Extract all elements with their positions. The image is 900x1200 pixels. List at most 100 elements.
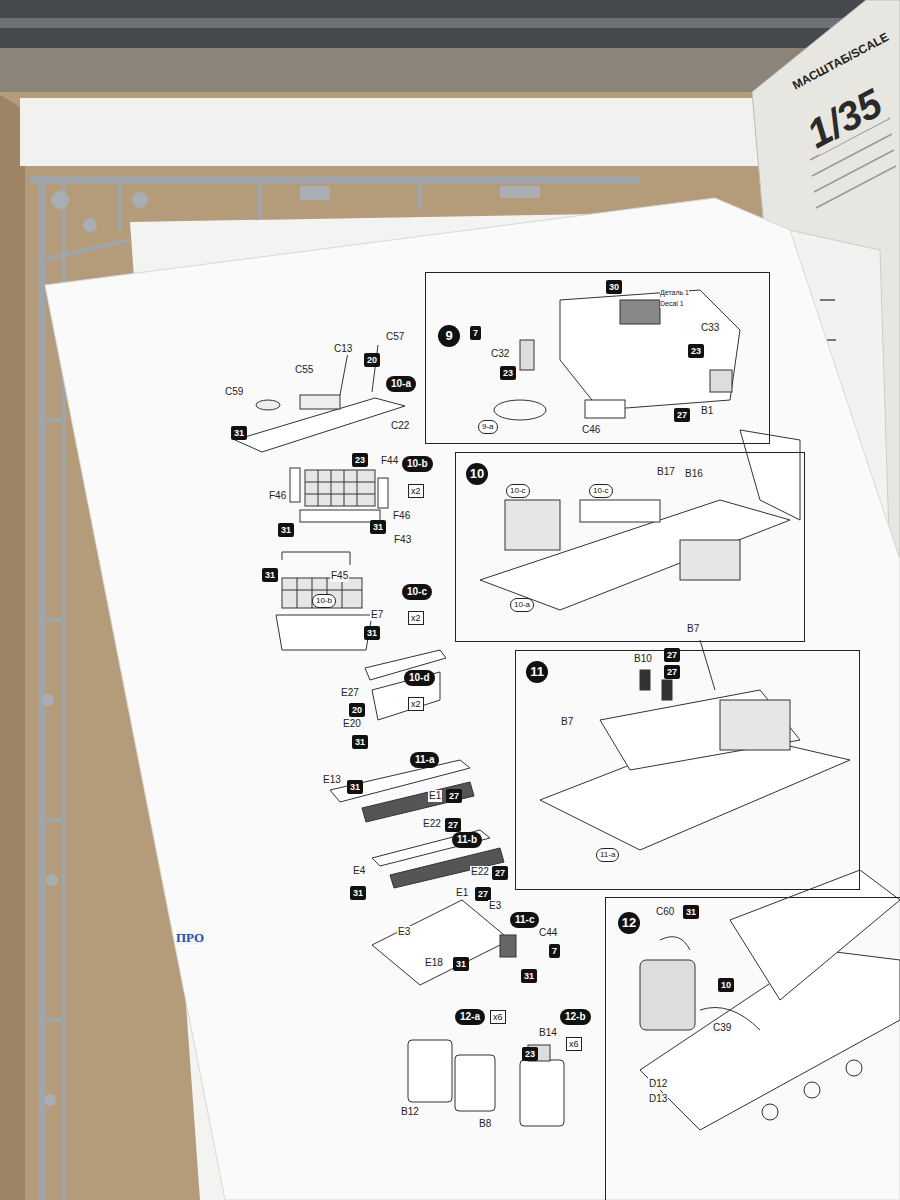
paint-callout: 31 xyxy=(521,969,537,983)
part-number: B12 xyxy=(400,1106,420,1118)
paint-callout: 31 xyxy=(352,735,368,749)
step-badge: 12-a xyxy=(455,1009,485,1025)
part-number: E22 xyxy=(470,866,490,878)
paint-callout: 31 xyxy=(453,957,469,971)
step-badge: 11-a xyxy=(410,752,439,768)
part-number: C60 xyxy=(655,906,675,918)
part-number: C57 xyxy=(385,331,405,343)
part-number: C59 xyxy=(224,386,244,398)
decal-note: Деталь 1 xyxy=(660,288,689,297)
part-number: F46 xyxy=(268,490,287,502)
paint-callout: 23 xyxy=(352,453,368,467)
quantity-box: x6 xyxy=(566,1037,582,1051)
paint-callout: 23 xyxy=(688,344,704,358)
part-number: E20 xyxy=(342,718,362,730)
paint-callout: 31 xyxy=(364,626,380,640)
part-number: E3 xyxy=(488,900,502,912)
part-number: C32 xyxy=(490,348,510,360)
part-number: F45 xyxy=(330,570,349,582)
paint-callout: 31 xyxy=(683,905,699,919)
paint-callout: 31 xyxy=(231,426,247,440)
step-panel: 11 xyxy=(515,650,860,890)
part-number: D13 xyxy=(648,1093,668,1105)
subassembly-ref: 9-a xyxy=(478,420,498,434)
paint-callout: 31 xyxy=(262,568,278,582)
part-number: C13 xyxy=(333,343,353,355)
part-number: E4 xyxy=(352,865,366,877)
part-number: E7 xyxy=(370,609,384,621)
part-number: D12 xyxy=(648,1078,668,1090)
subassembly-ref: 10-b xyxy=(312,594,336,608)
styrofoam xyxy=(20,98,760,166)
part-number: F46 xyxy=(392,510,411,522)
paint-callout: 30 xyxy=(606,280,622,294)
paint-callout: 7 xyxy=(549,944,560,958)
quantity-box: x2 xyxy=(408,484,424,498)
part-number: E18 xyxy=(424,957,444,969)
paint-callout: 27 xyxy=(475,887,491,901)
part-number: B7 xyxy=(686,623,700,635)
step-panel: 10 xyxy=(455,452,805,642)
part-number: C22 xyxy=(390,420,410,432)
part-number: C44 xyxy=(538,927,558,939)
step-number: 11 xyxy=(526,661,548,683)
instruction-sheet xyxy=(45,198,900,1200)
part-number: E22 xyxy=(422,818,442,830)
decal-note: Decal 1 xyxy=(660,299,684,308)
subassembly-ref: 11-a xyxy=(596,848,619,862)
subassembly-ref: 10-a xyxy=(510,598,534,612)
paint-callout: 23 xyxy=(500,366,516,380)
paint-callout: 31 xyxy=(347,780,363,794)
box-wall xyxy=(0,95,25,1200)
paint-callout: 20 xyxy=(364,353,380,367)
part-number: B10 xyxy=(633,653,653,665)
step-badge: 10-d xyxy=(404,670,435,686)
step-badge: 10-a xyxy=(386,376,416,392)
part-number: C55 xyxy=(294,364,314,376)
part-number: C39 xyxy=(712,1022,732,1034)
paint-callout: 31 xyxy=(278,523,294,537)
step-badge: 11-c xyxy=(510,912,539,928)
part-number: B16 xyxy=(684,468,704,480)
part-number: E1 xyxy=(428,790,442,802)
paint-callout: 27 xyxy=(664,648,680,662)
paint-callout: 27 xyxy=(446,789,462,803)
step-panel: 12 xyxy=(605,897,900,1200)
paint-callout: 7 xyxy=(470,326,481,340)
quantity-box: x2 xyxy=(408,697,424,711)
part-number: C33 xyxy=(700,322,720,334)
paint-callout: 27 xyxy=(664,665,680,679)
step-number: 12 xyxy=(618,912,640,934)
scale-value: 1/35 xyxy=(800,81,888,155)
paint-callout: 10 xyxy=(718,978,734,992)
step-badge: 11-b xyxy=(452,832,482,848)
part-number: B14 xyxy=(538,1027,558,1039)
bag-shine xyxy=(0,18,900,28)
paint-callout: 27 xyxy=(492,866,508,880)
part-number: B17 xyxy=(656,466,676,478)
scale-label: МАСШТАБ/SCALE xyxy=(790,30,891,93)
part-number: B7 xyxy=(560,716,574,728)
subassembly-ref: 10-c xyxy=(589,484,613,498)
part-number: E1 xyxy=(455,887,469,899)
step-badge: 12-b xyxy=(560,1009,591,1025)
paint-callout: 31 xyxy=(350,886,366,900)
paint-callout: 23 xyxy=(522,1047,538,1061)
printed-text: ПРО xyxy=(176,930,204,945)
part-number: B1 xyxy=(700,405,714,417)
step-badge: 10-b xyxy=(402,456,433,472)
part-number: B8 xyxy=(478,1118,492,1130)
paint-callout: 27 xyxy=(445,818,461,832)
step-panel: 9 xyxy=(425,272,770,444)
step-number: 10 xyxy=(466,463,488,485)
quantity-box: x2 xyxy=(408,611,424,625)
plastic-bag xyxy=(0,0,900,48)
step-badge: 10-c xyxy=(402,584,432,600)
part-number: F44 xyxy=(380,455,399,467)
part-drawings xyxy=(235,290,900,1130)
step-number: 9 xyxy=(438,325,460,347)
part-number: F43 xyxy=(393,534,412,546)
quantity-box: x6 xyxy=(490,1010,506,1024)
